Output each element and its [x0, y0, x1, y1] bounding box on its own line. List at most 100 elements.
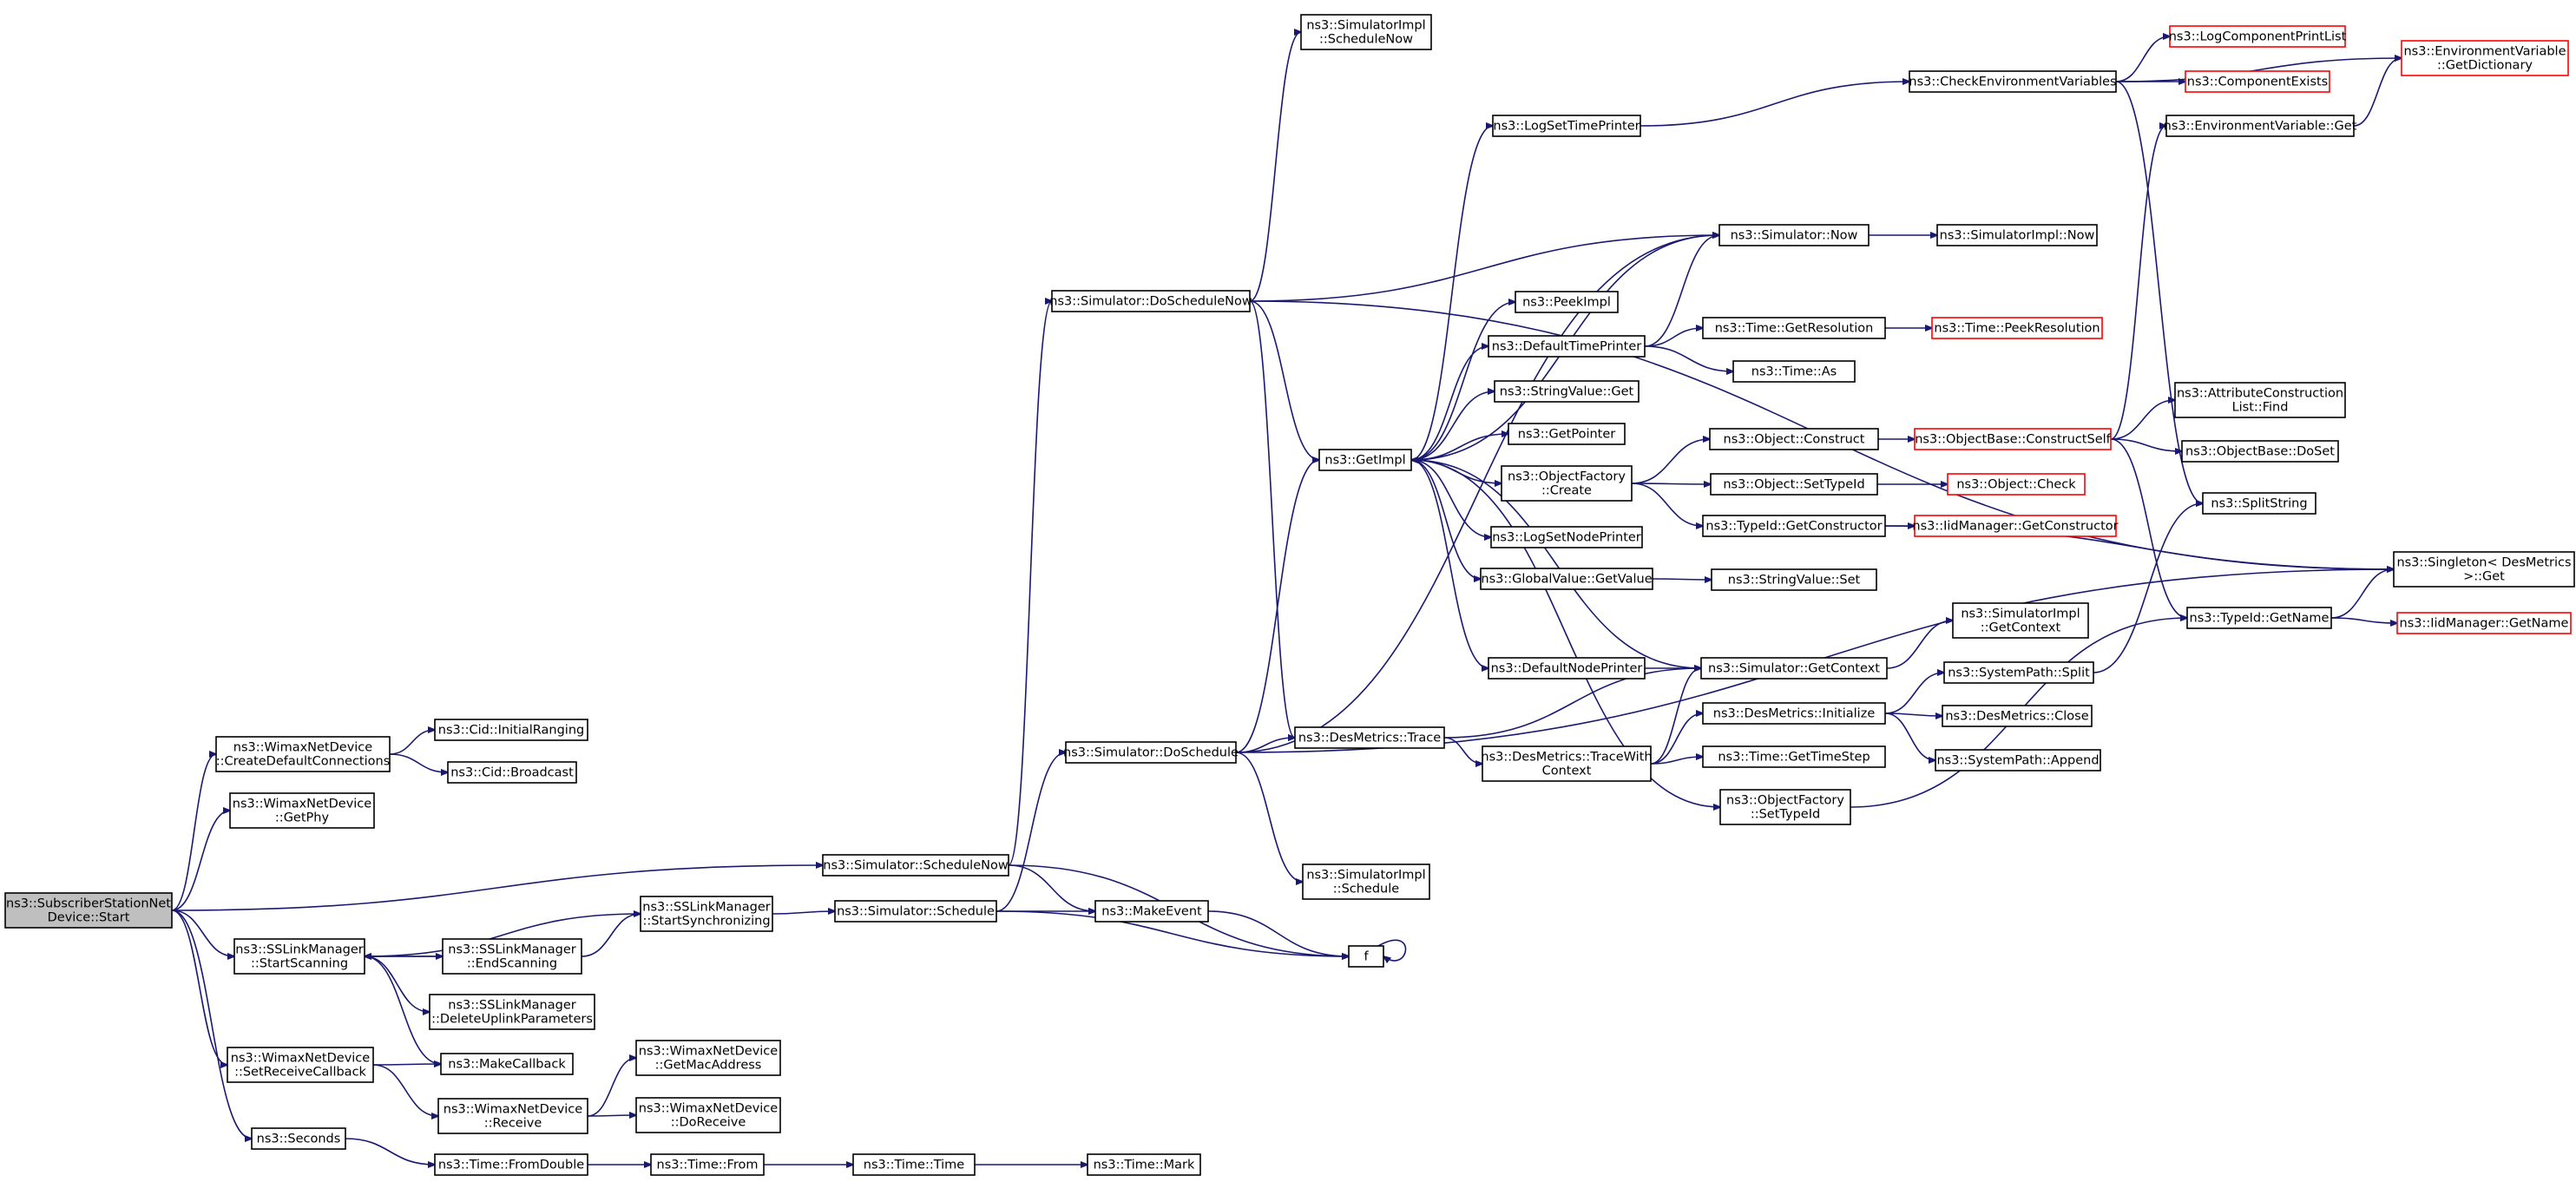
graph-node[interactable]: ns3::Cid::Broadcast: [447, 761, 577, 784]
graph-node[interactable]: ns3::Singleton< DesMetrics >::Get: [2393, 551, 2575, 588]
graph-node[interactable]: ns3::SSLinkManager::DeleteUplinkParamete…: [429, 994, 595, 1030]
graph-node[interactable]: ns3::WimaxNetDevice::DoReceive: [635, 1097, 781, 1133]
node-box: [1711, 568, 1877, 591]
call-edge: [1410, 126, 1493, 461]
graph-node[interactable]: ns3::GetImpl: [1318, 449, 1412, 471]
call-edge: [1235, 235, 1719, 753]
node-box: [2165, 115, 2355, 137]
graph-node[interactable]: ns3::SimulatorImpl::GetContext: [1952, 602, 2089, 639]
node-box: [1302, 864, 1430, 900]
graph-node[interactable]: ns3::Simulator::ScheduleNow: [822, 854, 1009, 877]
graph-node[interactable]: ns3::Simulator::GetContext: [1700, 657, 1888, 680]
graph-node[interactable]: ns3::Time::FromDouble: [434, 1153, 588, 1176]
graph-node[interactable]: ns3::Object::Construct: [1709, 428, 1879, 450]
graph-node[interactable]: ns3::WimaxNetDevice::SetReceiveCallback: [227, 1047, 374, 1083]
graph-node[interactable]: ns3::WimaxNetDevice::GetMacAddress: [635, 1040, 781, 1076]
graph-node[interactable]: ns3::EnvironmentVariable::Get: [2164, 115, 2357, 137]
graph-node[interactable]: ns3::Simulator::DoSchedule: [1063, 741, 1239, 764]
node-box: [635, 1040, 781, 1076]
graph-node[interactable]: ns3::DefaultNodePrinter: [1488, 657, 1646, 680]
call-edge: [996, 752, 1066, 912]
graph-node[interactable]: ns3::LogSetNodePrinter: [1490, 526, 1643, 548]
node-box: [1947, 473, 2086, 496]
graph-node[interactable]: ns3::Object::Check: [1947, 473, 2086, 496]
node-box: [1702, 515, 1886, 537]
graph-node[interactable]: ns3::StringValue::Set: [1711, 568, 1877, 591]
graph-node[interactable]: ns3::DefaultTimePrinter: [1488, 335, 1646, 358]
graph-node[interactable]: ns3::WimaxNetDevice::GetPhy: [229, 792, 375, 829]
graph-node[interactable]: ns3::Simulator::Now: [1718, 224, 1870, 246]
call-edge: [2110, 400, 2175, 440]
graph-node[interactable]: ns3::ComponentExists: [2185, 70, 2330, 93]
node-label: ::GetDictionary: [2437, 59, 2533, 73]
graph-node[interactable]: ns3::SSLinkManager::StartSynchronizing: [640, 896, 773, 932]
graph-node[interactable]: ns3::DesMetrics::Initialize: [1702, 702, 1886, 725]
call-edge: [2115, 36, 2170, 82]
graph-node[interactable]: ns3::TypeId::GetName: [2186, 607, 2332, 629]
graph-node[interactable]: ns3::SSLinkManager::EndScanning: [442, 938, 582, 975]
call-edge: [1631, 483, 1711, 484]
graph-node[interactable]: ns3::SimulatorImpl::ScheduleNow: [1300, 14, 1432, 50]
call-edge: [1884, 673, 1944, 714]
graph-node[interactable]: ns3::GlobalValue::GetValue: [1480, 568, 1653, 590]
graph-node[interactable]: ns3::SplitString: [2202, 492, 2316, 515]
node-box: [1702, 702, 1886, 725]
graph-node[interactable]: ns3::SystemPath::Split: [1943, 661, 2094, 684]
node-label: ns3::SSLinkManager: [642, 901, 770, 915]
node-box: [1488, 657, 1646, 680]
node-box: [1914, 515, 2117, 537]
node-label: ns3::SystemPath::Append: [1936, 754, 2099, 768]
graph-node[interactable]: ns3::Time::PeekResolution: [1931, 317, 2103, 339]
graph-node[interactable]: ns3::WimaxNetDevice::CreateDefaultConnec…: [215, 736, 391, 772]
graph-node[interactable]: ns3::LogSetTimePrinter: [1492, 115, 1641, 137]
graph-node[interactable]: ns3::EnvironmentVariable::GetDictionary: [2401, 40, 2569, 76]
graph-node[interactable]: ns3::ObjectBase::ConstructSelf: [1914, 428, 2112, 450]
graph-node[interactable]: ns3::TypeId::GetConstructor: [1702, 515, 1886, 537]
graph-node[interactable]: ns3::IidManager::GetConstructor: [1912, 515, 2119, 537]
graph-node[interactable]: ns3::SimulatorImpl::Now: [1936, 224, 2098, 246]
graph-node[interactable]: ns3::Simulator::DoScheduleNow: [1049, 290, 1252, 312]
graph-node[interactable]: ns3::Time::Mark: [1087, 1153, 1201, 1176]
graph-node[interactable]: ns3::Time::As: [1732, 360, 1856, 383]
graph-node[interactable]: ns3::ObjectBase::DoSet: [2181, 440, 2339, 463]
graph-node[interactable]: ns3::Time::Time: [852, 1153, 976, 1176]
node-label: ns3::MakeCallback: [448, 1058, 566, 1072]
node-box: [1492, 115, 1641, 137]
graph-node[interactable]: ns3::ObjectFactory::Create: [1501, 465, 1633, 502]
graph-node[interactable]: ns3::Cid::InitialRanging: [434, 719, 588, 741]
node-box: [1348, 945, 1384, 968]
graph-node[interactable]: ns3::MakeEvent: [1094, 900, 1209, 923]
graph-node[interactable]: ns3::CheckEnvironmentVariables: [1909, 70, 2117, 93]
graph-node[interactable]: f: [1348, 945, 1384, 968]
node-label: ns3::LogSetNodePrinter: [1492, 531, 1641, 545]
graph-node[interactable]: ns3::Time::From: [650, 1153, 765, 1176]
node-label: ns3::Time::From: [657, 1159, 759, 1172]
graph-node[interactable]: ns3::SSLinkManager::StartScanning: [233, 938, 365, 975]
graph-node[interactable]: ns3::MakeCallback: [440, 1053, 574, 1075]
node-box: [434, 719, 588, 741]
graph-node[interactable]: ns3::StringValue::Get: [1494, 380, 1640, 403]
graph-node[interactable]: ns3::SimulatorImpl::Schedule: [1302, 864, 1430, 900]
call-edge: [1650, 668, 1701, 765]
graph-node[interactable]: ns3::SystemPath::Append: [1935, 749, 2101, 772]
graph-node[interactable]: ns3::Time::GetTimeStep: [1702, 745, 1886, 768]
graph-node[interactable]: ns3::PeekImpl: [1515, 291, 1619, 313]
graph-node[interactable]: ns3::IidManager::GetName: [2396, 612, 2572, 634]
graph-node[interactable]: ns3::GetPointer: [1508, 423, 1626, 445]
node-label: ns3::ObjectFactory: [1508, 470, 1626, 484]
graph-node[interactable]: ns3::Seconds: [251, 1127, 346, 1150]
graph-node[interactable]: ns3::ObjectFactory::SetTypeId: [1719, 789, 1851, 825]
graph-node[interactable]: ns3::Time::GetResolution: [1702, 317, 1886, 339]
graph-node[interactable]: ns3::WimaxNetDevice::Receive: [437, 1098, 588, 1134]
graph-node[interactable]: ns3::Object::SetTypeId: [1710, 473, 1878, 496]
node-box: [650, 1153, 765, 1176]
graph-node[interactable]: ns3::Simulator::Schedule: [834, 900, 997, 923]
node-box: [1087, 1153, 1201, 1176]
graph-node[interactable]: ns3::DesMetrics::Trace: [1294, 726, 1445, 749]
graph-node[interactable]: ns3::LogComponentPrintList: [2169, 25, 2347, 48]
graph-node[interactable]: ns3::DesMetrics::Close: [1942, 705, 2093, 727]
